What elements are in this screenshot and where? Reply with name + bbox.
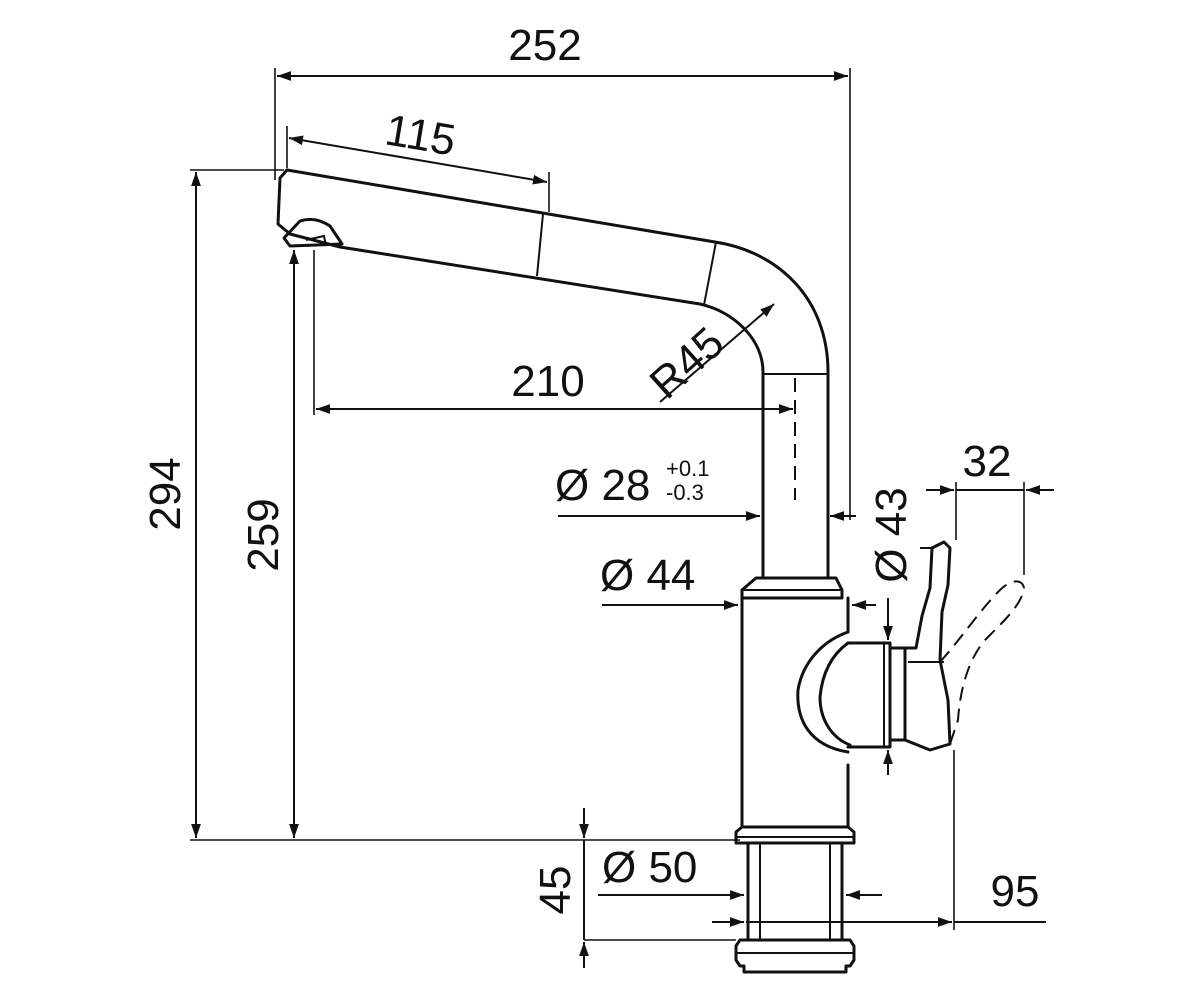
overall-height-label: 294 — [141, 457, 190, 530]
spout-tip — [276, 168, 342, 249]
handle-width-label: 32 — [963, 437, 1012, 486]
bend-radius-label: R45 — [641, 318, 734, 408]
main-body — [740, 596, 850, 829]
reach-label: 210 — [511, 357, 584, 406]
spout-top-edge — [285, 168, 830, 580]
faucet-outline — [276, 168, 1026, 974]
spout-length-label: 115 — [382, 106, 459, 166]
upper-collar — [740, 576, 844, 600]
dim-lever-depth: 95 — [712, 750, 1046, 930]
dim-reach: 210 — [313, 250, 793, 415]
outlet-height-label: 259 — [239, 498, 288, 571]
tube-diameter-label: Ø 28 — [555, 461, 650, 510]
aerator — [282, 217, 344, 248]
body-diameter-label: Ø 44 — [600, 551, 695, 600]
handle-connector — [796, 630, 850, 754]
spout-joint-2 — [703, 241, 717, 306]
tube-tolerance-minus: -0.3 — [666, 480, 704, 505]
handle-hub — [846, 641, 892, 749]
handle-diameter-label: Ø 43 — [867, 487, 916, 582]
dim-outlet-height: 259 — [239, 250, 299, 838]
handle-cap — [888, 646, 907, 742]
dim-bend-radius: R45 — [641, 303, 775, 408]
spout-bottom-edge — [338, 245, 765, 580]
dim-base-diameter: Ø 50 — [598, 843, 882, 900]
lever-alt-position — [939, 580, 1026, 745]
dim-handle-width: 32 — [926, 437, 1054, 575]
dim-handle-diameter: Ø 43 — [867, 487, 916, 775]
dim-overall-height: 294 — [141, 169, 740, 841]
threaded-shank — [746, 841, 844, 942]
spout-joint — [536, 213, 544, 277]
base-flange — [734, 825, 856, 845]
dim-tube-diameter: Ø 28 +0.1 -0.3 — [555, 456, 856, 521]
lever-depth-label: 95 — [991, 867, 1040, 916]
dim-base-height: 45 — [531, 808, 736, 968]
overall-width-label: 252 — [508, 21, 581, 70]
shank-nut — [734, 938, 856, 974]
lever-handle — [903, 540, 952, 752]
tube-tolerance-plus: +0.1 — [666, 456, 709, 481]
base-diameter-label: Ø 50 — [602, 843, 697, 892]
base-height-label: 45 — [531, 866, 580, 915]
dim-spout-length: 115 — [286, 106, 550, 212]
dim-body-diameter: Ø 44 — [600, 551, 876, 610]
dim-overall-width: 252 — [274, 21, 851, 520]
